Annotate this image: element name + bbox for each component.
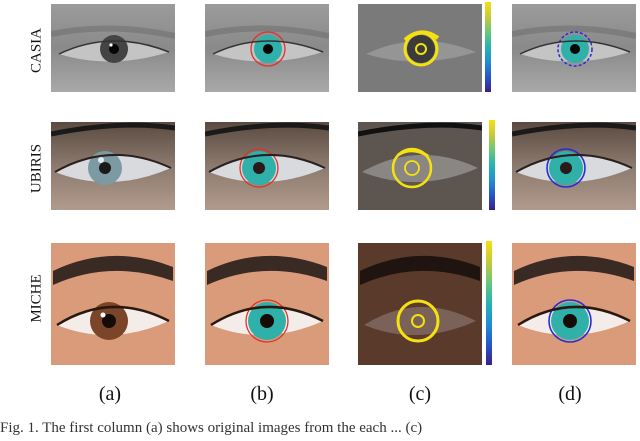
casia-original-image [51,4,175,92]
miche-colorbar [486,241,496,370]
ubiris-result-image [512,122,636,210]
casia-segmentation-image [205,4,329,92]
casia-result-image [512,4,636,92]
miche-segmentation-image [205,243,329,365]
casia-saliency-image [358,4,482,92]
miche-saliency-image [358,243,482,365]
miche-original-image [51,243,175,365]
casia-colorbar [485,2,495,97]
ubiris-segmentation-image [205,122,329,210]
row-label-ubiris: UBIRIS [28,143,45,194]
ubiris-saliency-image [358,122,482,210]
ubiris-colorbar [489,120,499,215]
row-label-casia: CASIA [28,28,45,74]
column-label-d: (d) [558,383,582,405]
column-label-c: (c) [408,383,432,405]
column-label-b: (b) [250,383,274,405]
column-label-a: (a) [98,383,122,405]
row-label-miche: MICHE [28,274,45,323]
miche-result-image [512,243,636,365]
figure-caption: Fig. 1. The first column (a) shows origi… [0,420,423,436]
ubiris-original-image [51,122,175,210]
